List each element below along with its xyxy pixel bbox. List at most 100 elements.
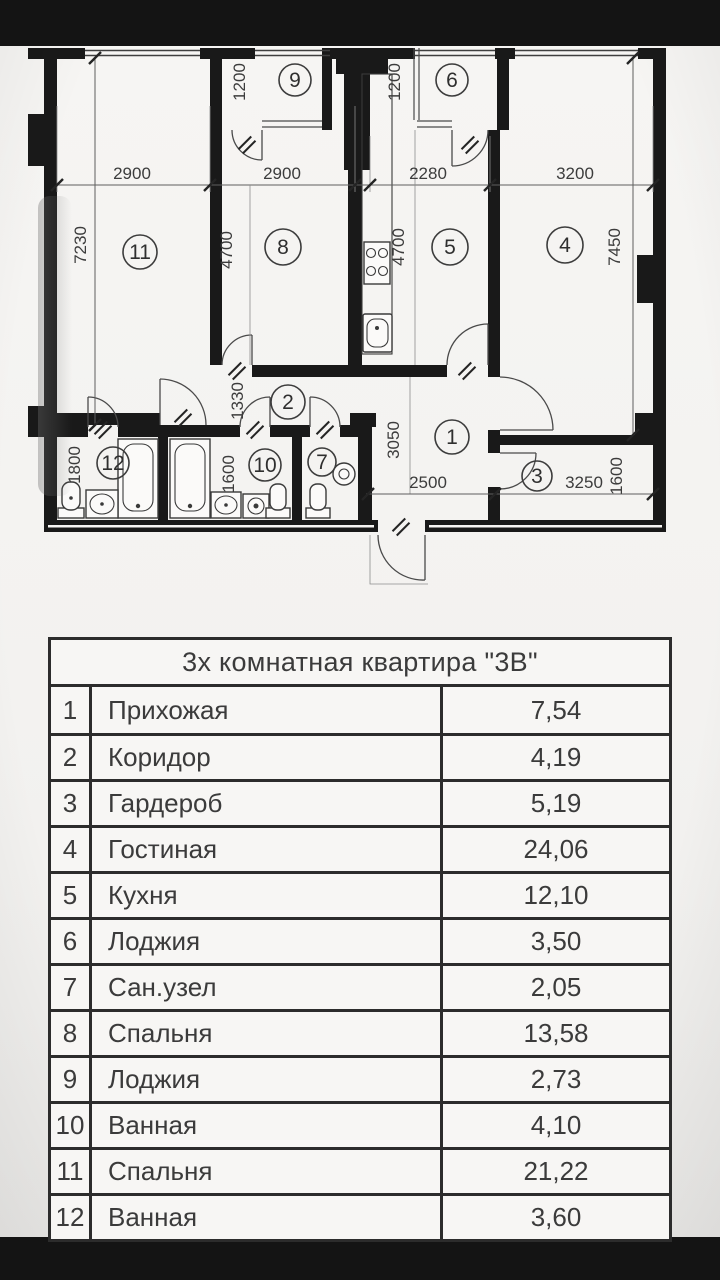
dimensions: 2900 2900 2280 3200 7230 4700 4700 7450 …	[50, 51, 660, 501]
dim-wardrobe-width: 3250	[565, 473, 603, 492]
dim-room8-width: 2900	[263, 164, 301, 183]
room-area: 2,73	[530, 1064, 582, 1094]
table-row: 8 Спальня 13,58	[51, 1009, 669, 1055]
door-opening-ticks	[93, 135, 480, 537]
room-name: Лоджия	[89, 1058, 443, 1101]
row-number: 5	[62, 880, 78, 910]
dim-room11-height: 7230	[71, 226, 90, 264]
table-title: 3х комнатная квартира "3В"	[51, 640, 669, 687]
bathtub-icon-10	[169, 438, 211, 519]
table-row: 5 Кухня 12,10	[51, 871, 669, 917]
table-row: 2 Коридор 4,19	[51, 733, 669, 779]
room-name: Гостиная	[89, 828, 443, 871]
dim-room8-height: 4700	[217, 231, 236, 269]
room-label-7: 7	[307, 447, 337, 477]
washing-machine-icon	[242, 493, 270, 519]
svg-text:1: 1	[446, 426, 458, 449]
room-area: 4,10	[530, 1110, 582, 1140]
table-row: 11 Спальня 21,22	[51, 1147, 669, 1193]
row-number: 4	[62, 834, 78, 864]
room-name: Лоджия	[89, 920, 443, 963]
dim-loggia9-depth: 1200	[230, 63, 249, 101]
dim-hall-height: 3050	[384, 421, 403, 459]
row-number: 2	[62, 742, 78, 772]
room-name: Спальня	[89, 1012, 443, 1055]
toilet-icon-10	[265, 483, 291, 519]
water-heater-icon	[332, 462, 356, 486]
room-label-8: 8	[264, 228, 302, 266]
room-labels: 1 2 3 4 5 6 7 8 9 10 11 12	[96, 63, 584, 492]
svg-text:11: 11	[129, 241, 151, 264]
room-label-2: 2	[270, 384, 306, 420]
svg-text:8: 8	[277, 236, 289, 259]
stove-icon	[363, 241, 391, 285]
svg-text:7: 7	[316, 451, 328, 474]
row-number: 1	[62, 694, 78, 725]
floor-plan: 2900 2900 2280 3200 7230 4700 4700 7450 …	[28, 48, 666, 585]
svg-text:4: 4	[559, 234, 571, 257]
room-area: 7,54	[530, 694, 582, 725]
room-name: Коридор	[89, 736, 443, 779]
dim-corridor-height: 1330	[228, 382, 247, 420]
row-number: 6	[62, 926, 78, 956]
svg-text:12: 12	[101, 452, 124, 475]
dim-kitchen-height: 4700	[389, 228, 408, 266]
row-number: 7	[62, 972, 78, 1002]
room-label-5: 5	[431, 228, 469, 266]
doors	[87, 129, 554, 585]
row-number: 11	[56, 1156, 84, 1186]
room-label-3: 3	[521, 460, 553, 492]
table-row: 9 Лоджия 2,73	[51, 1055, 669, 1101]
table-row: 4 Гостиная 24,06	[51, 825, 669, 871]
room-label-9: 9	[278, 63, 312, 97]
room-area: 13,58	[523, 1018, 589, 1048]
area-table: 3х комнатная квартира "3В" 1 Прихожая 7,…	[48, 637, 672, 1242]
sink-icon-12	[85, 489, 119, 519]
room-name: Спальня	[89, 1150, 443, 1193]
room-area: 24,06	[523, 834, 589, 864]
fixtures	[57, 73, 393, 519]
room-name: Кухня	[89, 874, 443, 917]
row-number: 3	[62, 788, 78, 818]
kitchen-counter	[361, 73, 393, 355]
svg-text:5: 5	[444, 236, 456, 259]
bathtub-icon-12	[117, 438, 159, 519]
table-row: 10 Ванная 4,10	[51, 1101, 669, 1147]
sink-icon-10	[210, 491, 242, 519]
svg-text:10: 10	[253, 454, 276, 477]
room-area: 4,19	[530, 742, 582, 772]
table-row: 1 Прихожая 7,54	[51, 687, 669, 733]
dim-room4-height: 7450	[605, 228, 624, 266]
room-label-12: 12	[96, 446, 130, 480]
toilet-icon-12	[57, 481, 85, 519]
row-number: 8	[62, 1018, 78, 1048]
room-area: 12,10	[523, 880, 589, 910]
room-area: 21,22	[523, 1156, 589, 1186]
room-name: Прихожая	[89, 687, 443, 733]
room-label-6: 6	[435, 63, 469, 97]
dim-kitchen-width: 2280	[409, 164, 447, 183]
room-name: Сан.узел	[89, 966, 443, 1009]
table-row: 12 Ванная 3,60	[51, 1193, 669, 1239]
row-number: 10	[55, 1110, 85, 1140]
room-area: 2,05	[530, 972, 582, 1002]
table-row: 3 Гардероб 5,19	[51, 779, 669, 825]
table-row: 6 Лоджия 3,50	[51, 917, 669, 963]
room-label-10: 10	[248, 448, 282, 482]
svg-text:2: 2	[282, 391, 294, 414]
room-name: Гардероб	[89, 782, 443, 825]
dim-wardrobe-height: 1600	[607, 457, 626, 495]
dim-loggia6-depth: 1200	[385, 63, 404, 101]
room-area: 3,60	[530, 1202, 582, 1232]
dim-hall-width: 2500	[409, 473, 447, 492]
row-number: 9	[62, 1064, 78, 1094]
room-name: Ванная	[89, 1104, 443, 1147]
room-area: 3,50	[530, 926, 582, 956]
svg-text:6: 6	[446, 69, 458, 92]
dim-bath10-depth: 1600	[219, 455, 238, 493]
table-row: 7 Сан.узел 2,05	[51, 963, 669, 1009]
room-label-11: 11	[122, 234, 158, 270]
room-label-4: 4	[546, 226, 584, 264]
windows	[85, 48, 638, 128]
